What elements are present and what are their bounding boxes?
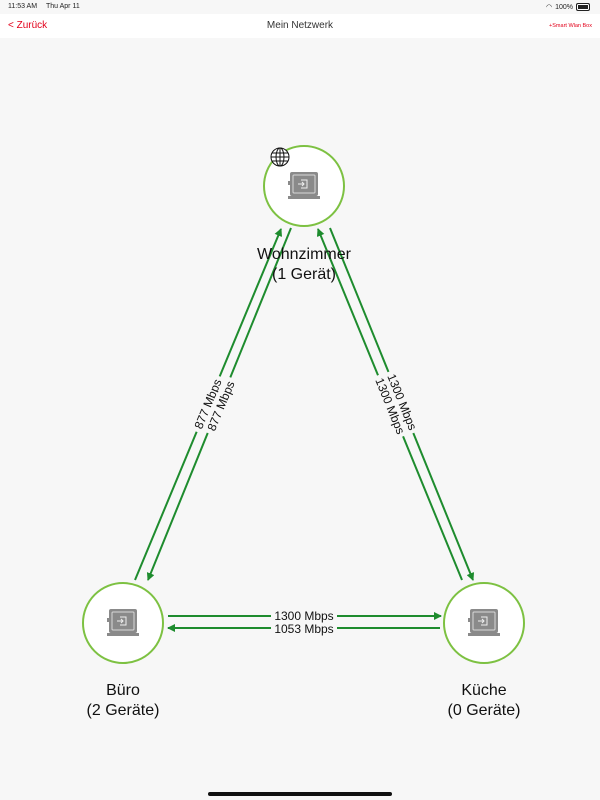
globe-icon xyxy=(270,147,290,167)
home-indicator[interactable] xyxy=(208,792,392,796)
node-devices: (2 Geräte) xyxy=(86,702,160,719)
node-label-wohnzimmer[interactable]: Wohnzimmer (1 Gerät) xyxy=(204,245,404,285)
node-name: Büro xyxy=(106,682,140,699)
node-buero[interactable] xyxy=(82,582,164,664)
add-smart-wlan-box-button[interactable]: +Smart Wlan Box xyxy=(549,23,592,29)
page-title: Mein Netzwerk xyxy=(266,20,334,31)
router-icon xyxy=(106,608,140,637)
battery-percent: 100% xyxy=(555,3,573,11)
router-icon xyxy=(287,171,321,200)
node-label-kueche[interactable]: Küche (0 Geräte) xyxy=(384,681,584,721)
status-time: 11:53 AM xyxy=(8,3,38,10)
status-date: Thu Apr 11 xyxy=(46,3,80,10)
link-label: 1053 Mbps xyxy=(274,622,333,636)
status-right: ◠100% xyxy=(546,3,590,11)
router-icon xyxy=(467,608,501,637)
wifi-icon: ◠ xyxy=(545,4,553,11)
node-label-buero[interactable]: Büro (2 Geräte) xyxy=(23,681,223,721)
node-devices: (1 Gerät) xyxy=(271,266,336,283)
node-devices: (0 Geräte) xyxy=(447,702,521,719)
link-label: 1300 Mbps xyxy=(274,609,333,623)
node-name: Küche xyxy=(461,682,507,699)
status-bar: 11:53 AM Thu Apr 11 ◠100% xyxy=(0,0,600,14)
node-wohnzimmer[interactable] xyxy=(263,145,345,227)
back-button[interactable]: < Zurück xyxy=(8,20,48,31)
nav-bar: < Zurück Mein Netzwerk +Smart Wlan Box xyxy=(0,14,600,38)
battery-icon xyxy=(576,3,590,11)
node-kueche[interactable] xyxy=(443,582,525,664)
node-name: Wohnzimmer xyxy=(257,246,351,263)
